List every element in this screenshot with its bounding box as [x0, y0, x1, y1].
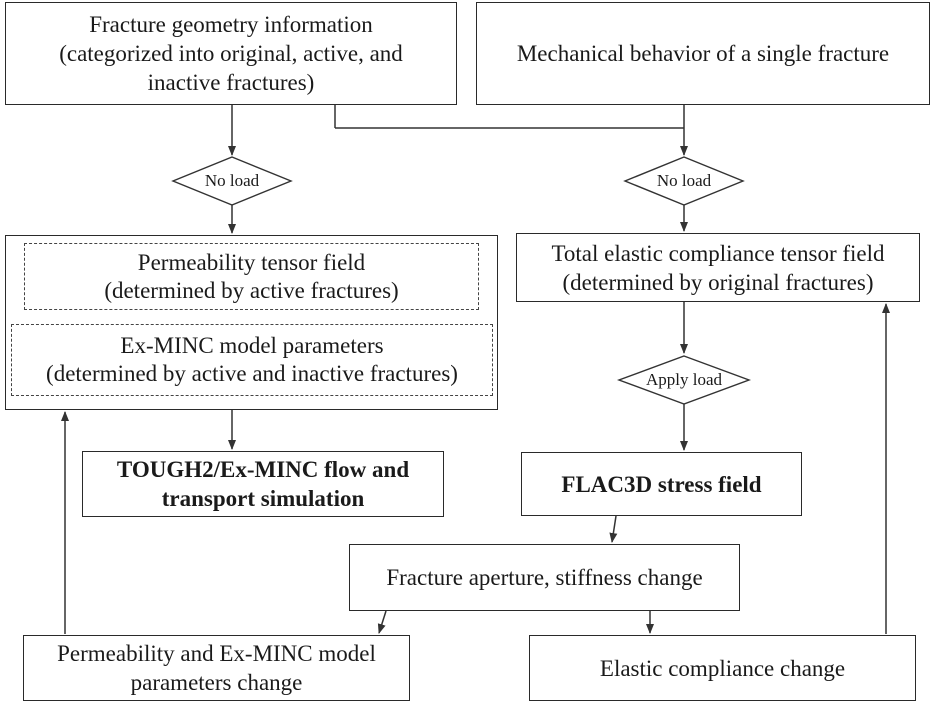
flac3d-stress-text: FLAC3D stress field: [561, 471, 762, 497]
permeability-tensor-text: Permeability tensor field (determined by…: [104, 249, 399, 303]
decision-no-load-left: [171, 156, 293, 206]
tough2-simulation-text: TOUGH2/Ex-MINC flow and transport simula…: [116, 457, 410, 511]
decision-no-load-right: [623, 156, 745, 206]
fracture-geometry-box: Fracture geometry information (categoriz…: [5, 2, 457, 105]
fracture-geometry-text: Fracture geometry information (categoriz…: [59, 12, 403, 95]
aperture-change-text: Fracture aperture, stiffness change: [386, 565, 703, 590]
flac3d-stress-box: FLAC3D stress field: [521, 452, 802, 516]
exminc-params-box: Ex-MINC model parameters (determined by …: [11, 324, 493, 396]
permeability-tensor-box: Permeability tensor field (determined by…: [24, 243, 479, 310]
decision-no-load-right-label: No load: [656, 171, 712, 190]
compliance-change-text: Elastic compliance change: [599, 655, 846, 681]
compliance-tensor-box: Total elastic compliance tensor field (d…: [516, 233, 920, 302]
decision-apply-load: [616, 355, 752, 405]
permeability-change-box: Permeability and Ex-MINC model parameter…: [23, 635, 410, 701]
arrow-flac3d-to-aperture: [609, 515, 618, 543]
left-parameter-container: [5, 235, 498, 410]
permeability-change-text: Permeability and Ex-MINC model parameter…: [57, 641, 376, 695]
aperture-change-box: Fracture aperture, stiffness change: [349, 544, 740, 611]
mechanical-behavior-box: Mechanical behavior of a single fracture: [476, 2, 930, 105]
decision-apply-load-label: Apply load: [645, 370, 723, 389]
decision-no-load-left-label: No load: [204, 171, 260, 190]
compliance-change-box: Elastic compliance change: [529, 635, 916, 701]
exminc-params-text: Ex-MINC model parameters (determined by …: [46, 333, 458, 386]
mechanical-behavior-text: Mechanical behavior of a single fracture: [516, 41, 890, 66]
arrow-aperture-to-perm-change: [377, 610, 387, 634]
compliance-tensor-text: Total elastic compliance tensor field (d…: [551, 240, 885, 295]
tough2-simulation-box: TOUGH2/Ex-MINC flow and transport simula…: [82, 451, 444, 517]
